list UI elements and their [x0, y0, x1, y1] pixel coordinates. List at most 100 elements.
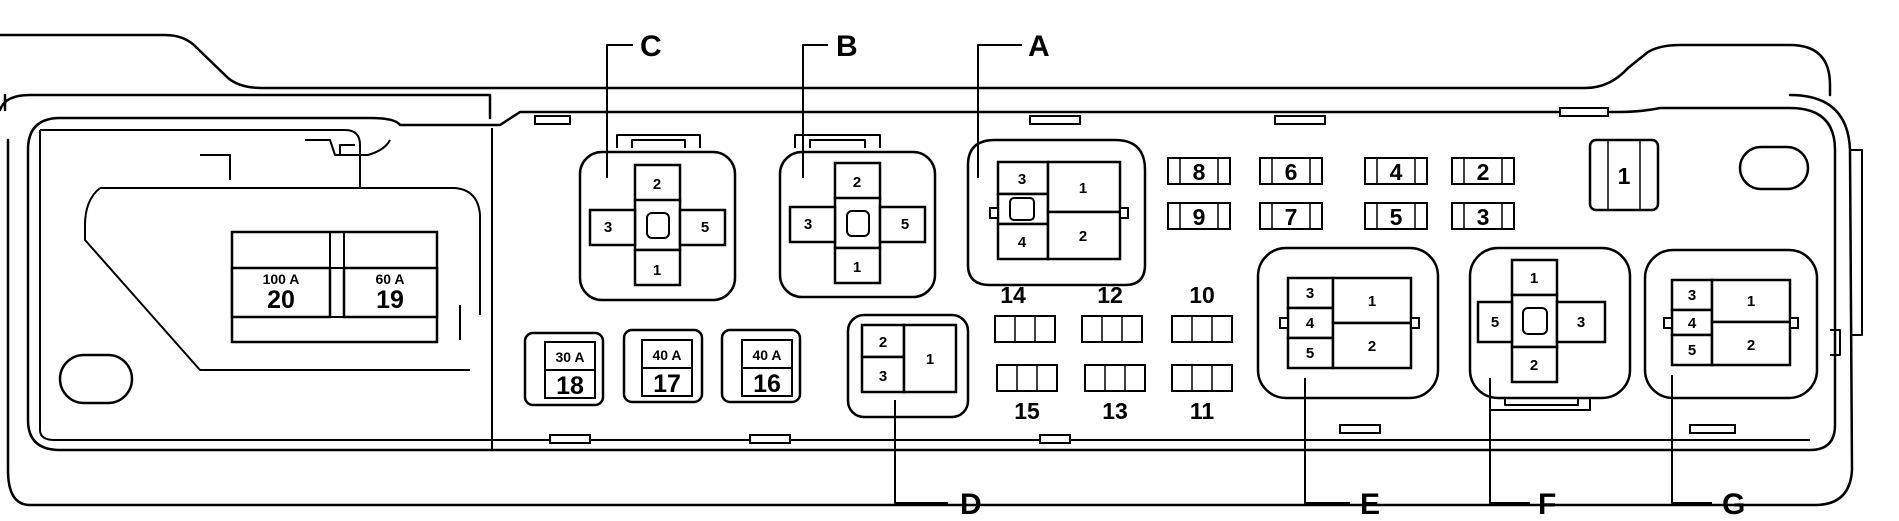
relay-e[interactable]: 3 1 4 5 2 [1256, 246, 1440, 400]
relay-g-pin-2: 2 [1747, 337, 1755, 354]
relay-c-pin-right: 5 [701, 219, 709, 236]
relay-a[interactable]: 3 1 4 2 [966, 138, 1147, 287]
fuse-14-number: 14 [1000, 282, 1026, 308]
fuse-7-number: 7 [1285, 204, 1298, 230]
fuse-15-number: 15 [1014, 398, 1040, 424]
relay-e-pin-4: 4 [1306, 315, 1315, 332]
relay-c-pin-left: 3 [604, 219, 612, 236]
relay-e-pin-1: 1 [1368, 293, 1376, 310]
fuse-15[interactable]: 15 [996, 364, 1058, 424]
fuse-13-number: 13 [1102, 398, 1128, 424]
fuse-1[interactable]: 1 [1588, 138, 1660, 212]
label-c: C [640, 30, 662, 63]
relay-f[interactable]: 1 5 3 2 [1468, 246, 1632, 411]
mini-fuse-8[interactable]: 8 [1167, 157, 1231, 185]
fuse-8-number: 8 [1193, 159, 1206, 185]
fuse-1-number: 1 [1618, 163, 1631, 189]
relay-e-pin-2: 2 [1368, 338, 1376, 355]
fusible-link-20[interactable]: 100 A 20 [263, 271, 300, 314]
relay-f-pin-2: 2 [1530, 357, 1538, 374]
callout-d: D [894, 400, 982, 521]
mini-fuse-3[interactable]: 3 [1451, 202, 1515, 230]
fuse-11[interactable]: 11 [1171, 364, 1233, 424]
fuse-12[interactable]: 12 [1081, 282, 1143, 343]
callout-f: F [1489, 378, 1556, 521]
relay-c-pin-top: 2 [653, 176, 661, 193]
fuse-4-number: 4 [1390, 159, 1403, 185]
fuse-13[interactable]: 13 [1084, 364, 1146, 424]
relay-g-pin-3: 3 [1688, 287, 1696, 304]
label-a: A [1028, 30, 1050, 63]
label-g: G [1722, 488, 1745, 521]
relay-f-pin-1: 1 [1530, 270, 1538, 287]
callout-a: A [977, 30, 1050, 178]
relay-c-pin-bottom: 1 [653, 262, 661, 279]
fuse-17-number: 17 [653, 370, 681, 398]
fuse-19-number: 19 [376, 286, 404, 314]
fusible-link-17[interactable]: 40 A 17 [622, 328, 704, 404]
label-f: F [1538, 488, 1556, 521]
fusible-link-holder [230, 230, 439, 344]
relay-b-pin-right: 5 [901, 216, 909, 233]
label-b: B [836, 30, 858, 63]
relay-b-pin-bottom: 1 [853, 259, 861, 276]
fuse-18-number: 18 [556, 372, 584, 400]
fuse-6-number: 6 [1285, 159, 1298, 185]
fuse-9-number: 9 [1193, 204, 1206, 230]
fuse-2-number: 2 [1477, 159, 1490, 185]
fuse-10[interactable]: 10 [1171, 282, 1233, 343]
relay-g-pin-4: 4 [1688, 315, 1697, 332]
fuse-20-number: 20 [267, 286, 295, 314]
mini-fuse-6[interactable]: 6 [1259, 157, 1323, 185]
relay-b-pin-left: 3 [804, 216, 812, 233]
label-e: E [1360, 488, 1380, 521]
relay-e-pin-5: 5 [1306, 345, 1314, 362]
fuse-10-number: 10 [1189, 282, 1215, 308]
relay-a-pin-4: 4 [1018, 234, 1027, 251]
fuse-11-number: 11 [1190, 398, 1215, 424]
fuse-box-housing [0, 33, 1863, 507]
relay-f-pin-3: 3 [1577, 314, 1585, 331]
fusible-link-18[interactable]: 30 A 18 [523, 331, 605, 407]
relay-e-pin-3: 3 [1306, 285, 1314, 302]
relay-c[interactable]: 2 3 5 1 [578, 134, 737, 302]
callout-e: E [1304, 378, 1380, 521]
relay-g-pin-1: 1 [1747, 293, 1755, 310]
fuse-20-rating: 100 A [263, 271, 300, 287]
fuse-18-rating: 30 A [555, 349, 584, 365]
relay-b[interactable]: 2 3 5 1 [778, 134, 937, 299]
mini-fuse-9[interactable]: 9 [1167, 202, 1231, 230]
relay-d-pin-2: 2 [879, 334, 887, 351]
relay-d[interactable]: 2 3 1 [846, 313, 970, 419]
mini-fuse-4[interactable]: 4 [1364, 157, 1428, 185]
relay-d-pin-1: 1 [926, 351, 934, 368]
fuse-19-rating: 60 A [375, 271, 404, 287]
fuse-14[interactable]: 14 [994, 282, 1056, 343]
relay-a-pin-3: 3 [1018, 171, 1026, 188]
relay-g[interactable]: 3 1 4 5 2 [1643, 248, 1819, 400]
mini-fuse-7[interactable]: 7 [1259, 202, 1323, 230]
label-d: D [960, 488, 982, 521]
fusible-link-19[interactable]: 60 A 19 [375, 271, 404, 314]
fuse-16-rating: 40 A [752, 347, 781, 363]
fusible-link-16[interactable]: 40 A 16 [720, 328, 802, 404]
callout-c: C [606, 30, 662, 178]
relay-a-pin-1: 1 [1079, 180, 1087, 197]
fuse-12-number: 12 [1097, 282, 1123, 308]
fuse-5-number: 5 [1390, 204, 1403, 230]
relay-g-pin-5: 5 [1688, 342, 1696, 359]
relay-b-pin-top: 2 [853, 174, 861, 191]
relay-d-pin-3: 3 [879, 368, 887, 385]
relay-a-pin-2: 2 [1079, 228, 1087, 245]
fuse-16-number: 16 [753, 370, 781, 398]
mounting-hole-left [58, 353, 134, 405]
callout-b: B [802, 30, 858, 178]
mini-fuse-2[interactable]: 2 [1451, 157, 1515, 185]
mounting-hole-right [1738, 145, 1810, 191]
relay-f-pin-5: 5 [1491, 314, 1499, 331]
mini-fuse-5[interactable]: 5 [1364, 202, 1428, 230]
callout-g: G [1671, 375, 1745, 521]
fuse-3-number: 3 [1477, 204, 1490, 230]
fuse-17-rating: 40 A [652, 347, 681, 363]
